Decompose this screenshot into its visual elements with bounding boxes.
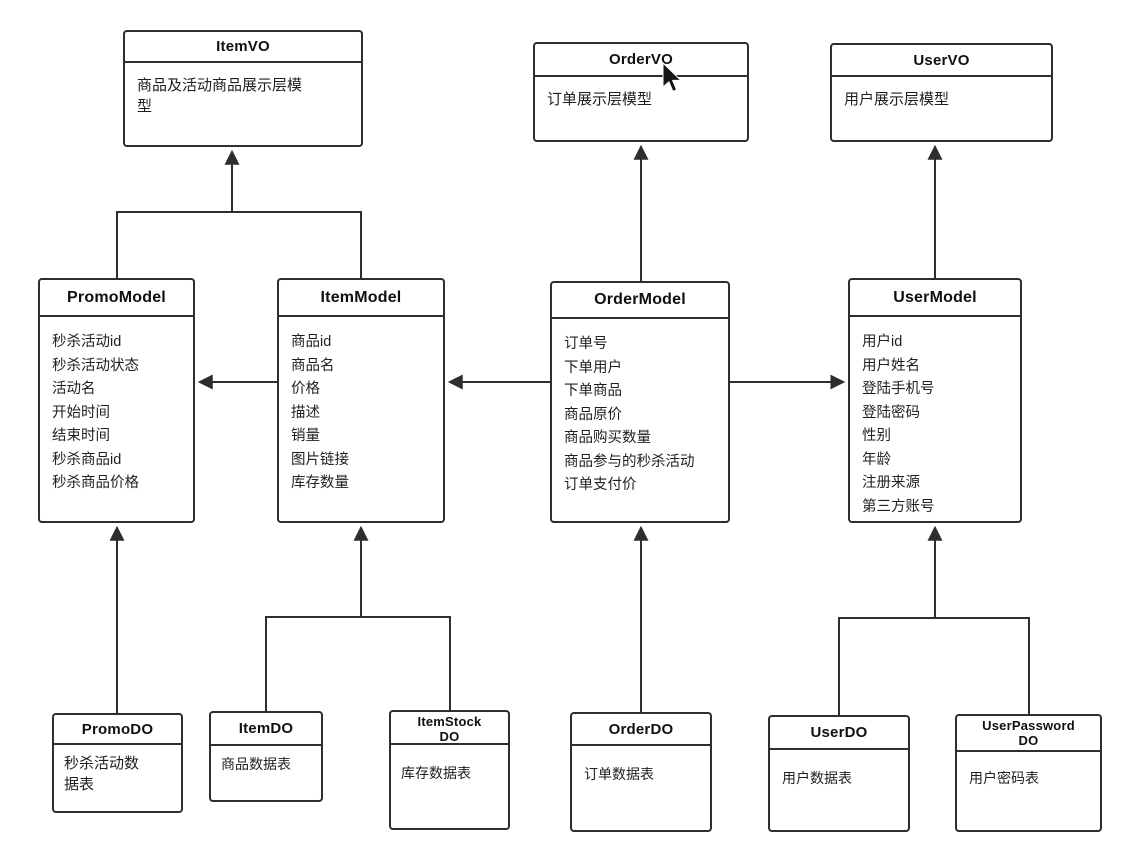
class-box-uservo[interactable]: UserVO 用户展示层模型 [830, 43, 1053, 142]
field-line: 年龄 [862, 451, 891, 468]
field-line: 下单用户 [564, 359, 622, 376]
class-description: 订单数据表 [584, 766, 654, 782]
class-field-list: 秒杀活动id 秒杀活动状态活动名开始时间结束时间秒杀商品id 秒杀商品价格 [40, 317, 193, 496]
field-line: 注册来源 [862, 475, 920, 491]
field-line: 销量 [291, 428, 320, 444]
field-line: 登陆密码 [862, 404, 920, 421]
class-title: UserDO [770, 717, 908, 750]
edge-tree-usermodel [838, 617, 1030, 715]
field-line: 性别 [862, 428, 891, 444]
field-line: 商品原价 [564, 406, 622, 423]
class-title: OrderVO [535, 44, 747, 77]
class-description: 用户展示层模型 [844, 91, 950, 108]
field-line: 订单支付价 [564, 477, 637, 493]
field-line: 秒杀活动id [52, 334, 122, 350]
field-line: 秒杀商品价格 [52, 475, 139, 491]
class-box-orderdo[interactable]: OrderDO 订单数据表 [570, 712, 712, 832]
class-title-line2: DO [439, 729, 460, 744]
class-box-promomodel[interactable]: PromoModel 秒杀活动id 秒杀活动状态活动名开始时间结束时间秒杀商品id… [38, 278, 195, 523]
class-title: UserModel [850, 280, 1020, 317]
class-field-list: 订单号下单用户下单商品商品原价商品购买数量商品参与的秒杀活动订单支付价 [552, 319, 728, 498]
edge-tree-itemmodel [265, 616, 451, 711]
field-line: 秒杀活动状态 [52, 357, 139, 374]
class-title: OrderDO [572, 714, 710, 746]
field-line: 订单号 [564, 336, 608, 352]
class-title: ItemModel [279, 280, 443, 317]
class-box-itemmodel[interactable]: ItemModel 商品id 商品名价格描述销量图片链接库存数量 [277, 278, 445, 523]
field-line: 商品购买数量 [564, 430, 651, 446]
field-line: 秒杀商品id [52, 451, 122, 468]
field-line: 用户姓名 [862, 357, 920, 374]
class-description: 订单展示层模型 [547, 91, 653, 108]
class-description: 用户密码表 [969, 770, 1039, 786]
class-title: ItemDO [211, 713, 321, 746]
field-line: 商品id [291, 334, 332, 350]
class-box-ordermodel[interactable]: OrderModel 订单号下单用户下单商品商品原价商品购买数量商品参与的秒杀活… [550, 281, 730, 523]
field-line: 库存数量 [291, 475, 349, 491]
class-title: PromoDO [54, 715, 181, 745]
class-field-list: 用户id 用户姓名登陆手机号登陆密码性别年龄注册来源第三方账号 [850, 317, 1020, 519]
class-box-ordervo[interactable]: OrderVO 订单展示层模型 [533, 42, 749, 142]
class-title: PromoModel [40, 280, 193, 317]
class-description: 商品数据表 [221, 756, 291, 772]
field-line: 下单商品 [564, 383, 622, 399]
edge-tree-itemvo [116, 211, 362, 278]
class-title: OrderModel [552, 283, 728, 319]
class-box-userdo[interactable]: UserDO 用户数据表 [768, 715, 910, 832]
field-line: 结束时间 [52, 428, 110, 444]
class-title: UserVO [832, 45, 1051, 77]
class-description: 秒杀活动数据表 [64, 755, 140, 793]
class-title-line1: ItemStock [417, 714, 482, 729]
class-box-promodo[interactable]: PromoDO 秒杀活动数据表 [52, 713, 183, 813]
field-line: 图片链接 [291, 451, 349, 468]
class-box-itemdo[interactable]: ItemDO 商品数据表 [209, 711, 323, 802]
class-title-line1: UserPassword [982, 718, 1075, 733]
field-line: 商品参与的秒杀活动 [564, 453, 695, 470]
field-line: 描述 [291, 404, 320, 421]
field-line: 登陆手机号 [862, 381, 935, 397]
class-description: 用户数据表 [782, 770, 852, 786]
class-title-line2: DO [1018, 733, 1039, 748]
class-description: 库存数据表 [401, 765, 471, 781]
field-line: 商品名 [291, 357, 335, 374]
class-description: 商品及活动商品展示层模型 [137, 77, 303, 115]
field-line: 第三方账号 [862, 498, 935, 515]
class-box-usermodel[interactable]: UserModel 用户id 用户姓名登陆手机号登陆密码性别年龄注册来源第三方账号 [848, 278, 1022, 523]
field-line: 用户id [862, 334, 903, 350]
field-line: 活动名 [52, 381, 96, 397]
class-title: ItemVO [125, 32, 361, 63]
class-box-itemvo[interactable]: ItemVO 商品及活动商品展示层模型 [123, 30, 363, 147]
class-field-list: 商品id 商品名价格描述销量图片链接库存数量 [279, 317, 443, 496]
field-line: 开始时间 [52, 404, 110, 421]
field-line: 价格 [291, 381, 320, 397]
